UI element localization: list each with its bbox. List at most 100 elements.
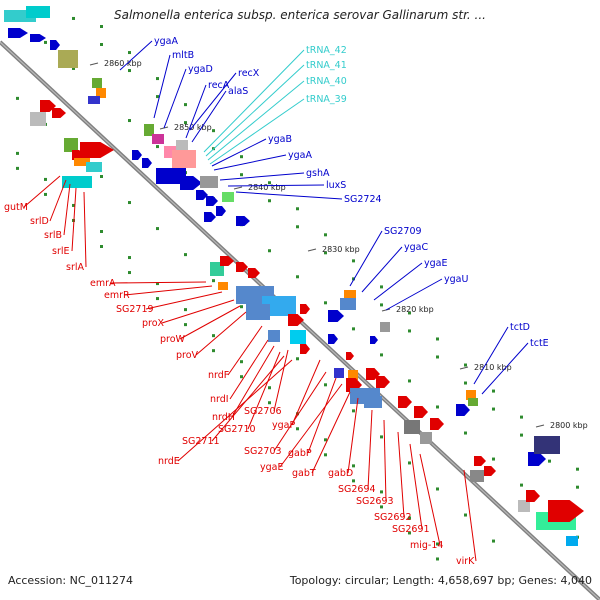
tick-mark: [324, 453, 327, 457]
tick-mark: [296, 427, 299, 431]
gene-arrow: [398, 396, 412, 408]
tick-mark: [380, 353, 383, 357]
leader-line: [205, 64, 305, 157]
gene-label: SG2703: [244, 446, 282, 457]
leader-line: [207, 80, 305, 161]
tick-mark: [492, 539, 495, 543]
scale-label: 2820 kbp: [396, 305, 434, 314]
tick-mark: [156, 77, 159, 81]
gene-label: ygaC: [404, 242, 428, 253]
tick-mark: [240, 360, 243, 364]
leader-line: [349, 230, 383, 287]
tick-mark: [268, 199, 271, 203]
scale-label: 2830 kbp: [322, 245, 360, 254]
tick-mark: [436, 557, 439, 561]
tick-mark: [380, 490, 383, 494]
gene-label: emrR: [104, 290, 130, 301]
gene-label: SG2709: [384, 226, 422, 237]
gene-block: [88, 96, 100, 104]
tick-mark: [100, 43, 103, 46]
gene-label: tRNA_40: [306, 76, 347, 87]
gene-label: mig-14: [410, 540, 443, 551]
gene-arrow: [456, 404, 470, 416]
leader-line: [231, 345, 275, 418]
gene-arrow: [216, 206, 226, 216]
gene-block: [222, 192, 234, 202]
gene-label: SG2724: [344, 194, 382, 205]
gene-label: gabT: [292, 468, 316, 479]
tick-mark: [268, 249, 271, 253]
scale-label: 2840 kbp: [248, 183, 286, 192]
tick-mark: [408, 329, 411, 333]
tick-mark: [576, 485, 579, 489]
scale-tick: [233, 186, 243, 190]
gene-arrow: [30, 34, 46, 42]
gene-label: SG2711: [182, 436, 220, 447]
gene-arrow: [220, 256, 234, 266]
gene-arrow: [52, 108, 66, 118]
leader-line: [145, 291, 223, 310]
tick-mark: [436, 542, 439, 546]
leader-line: [161, 299, 235, 324]
tick-mark: [212, 279, 215, 283]
gene-label: gabD: [328, 468, 353, 479]
tick-mark: [408, 531, 411, 535]
gene-block: [334, 368, 344, 378]
gene-label: ygaA: [154, 36, 178, 47]
gene-label: tctD: [510, 322, 530, 333]
tick-mark: [268, 401, 271, 405]
gene-features: [4, 6, 584, 546]
gene-arrow: [376, 376, 390, 388]
gene-arrow: [370, 336, 378, 344]
tick-mark: [464, 381, 467, 385]
tick-mark: [352, 277, 355, 281]
scale-label: 2810 kbp: [474, 363, 512, 372]
leader-line: [291, 359, 321, 426]
leader-line: [185, 84, 207, 139]
tick-mark: [184, 121, 187, 125]
scale-label: 2860 kbp: [104, 59, 142, 68]
leader-line: [203, 49, 305, 153]
gene-block: [268, 330, 280, 342]
tick-mark: [44, 177, 47, 181]
gene-block: [200, 176, 218, 188]
tick-mark: [464, 363, 467, 367]
gene-label: ygaU: [444, 274, 468, 285]
tick-mark: [408, 379, 411, 383]
tick-mark: [492, 389, 495, 393]
tick-mark: [296, 275, 299, 279]
gene-block: [468, 398, 478, 406]
leader-line: [385, 278, 443, 311]
gene-block: [340, 298, 356, 310]
tick-mark: [436, 337, 439, 341]
tick-mark: [268, 181, 271, 185]
leader-line: [109, 281, 207, 284]
scale-labels: 2860 kbp 2850 kbp 2840 kbp 2830 kbp 2820 kbp…: [89, 59, 588, 430]
tick-mark: [100, 230, 103, 233]
leader-line: [123, 285, 213, 296]
leader-line: [219, 172, 305, 181]
tick-mark: [128, 119, 131, 123]
gene-label: ygaP: [272, 420, 295, 431]
gene-block: [364, 396, 382, 408]
tick-mark: [44, 40, 47, 44]
leader-line: [311, 391, 351, 474]
gene-arrow: [300, 344, 310, 354]
gene-label: nrdE: [158, 456, 180, 467]
tick-mark: [128, 271, 131, 275]
leader-line: [71, 187, 77, 252]
leader-line: [361, 246, 403, 293]
gene-arrow: [526, 490, 540, 502]
gene-label: srlD: [30, 216, 49, 227]
gene-block: [246, 304, 270, 320]
gene-label: SG2719: [116, 304, 154, 315]
tick-mark: [16, 96, 19, 100]
leader-line: [195, 311, 247, 356]
gene-arrow: [346, 352, 354, 360]
tick-mark: [464, 431, 467, 435]
gene-label: proX: [142, 318, 165, 329]
gene-arrow: [474, 456, 486, 466]
gene-arrow: [50, 40, 60, 50]
scale-label: 2850 kbp: [174, 123, 212, 132]
